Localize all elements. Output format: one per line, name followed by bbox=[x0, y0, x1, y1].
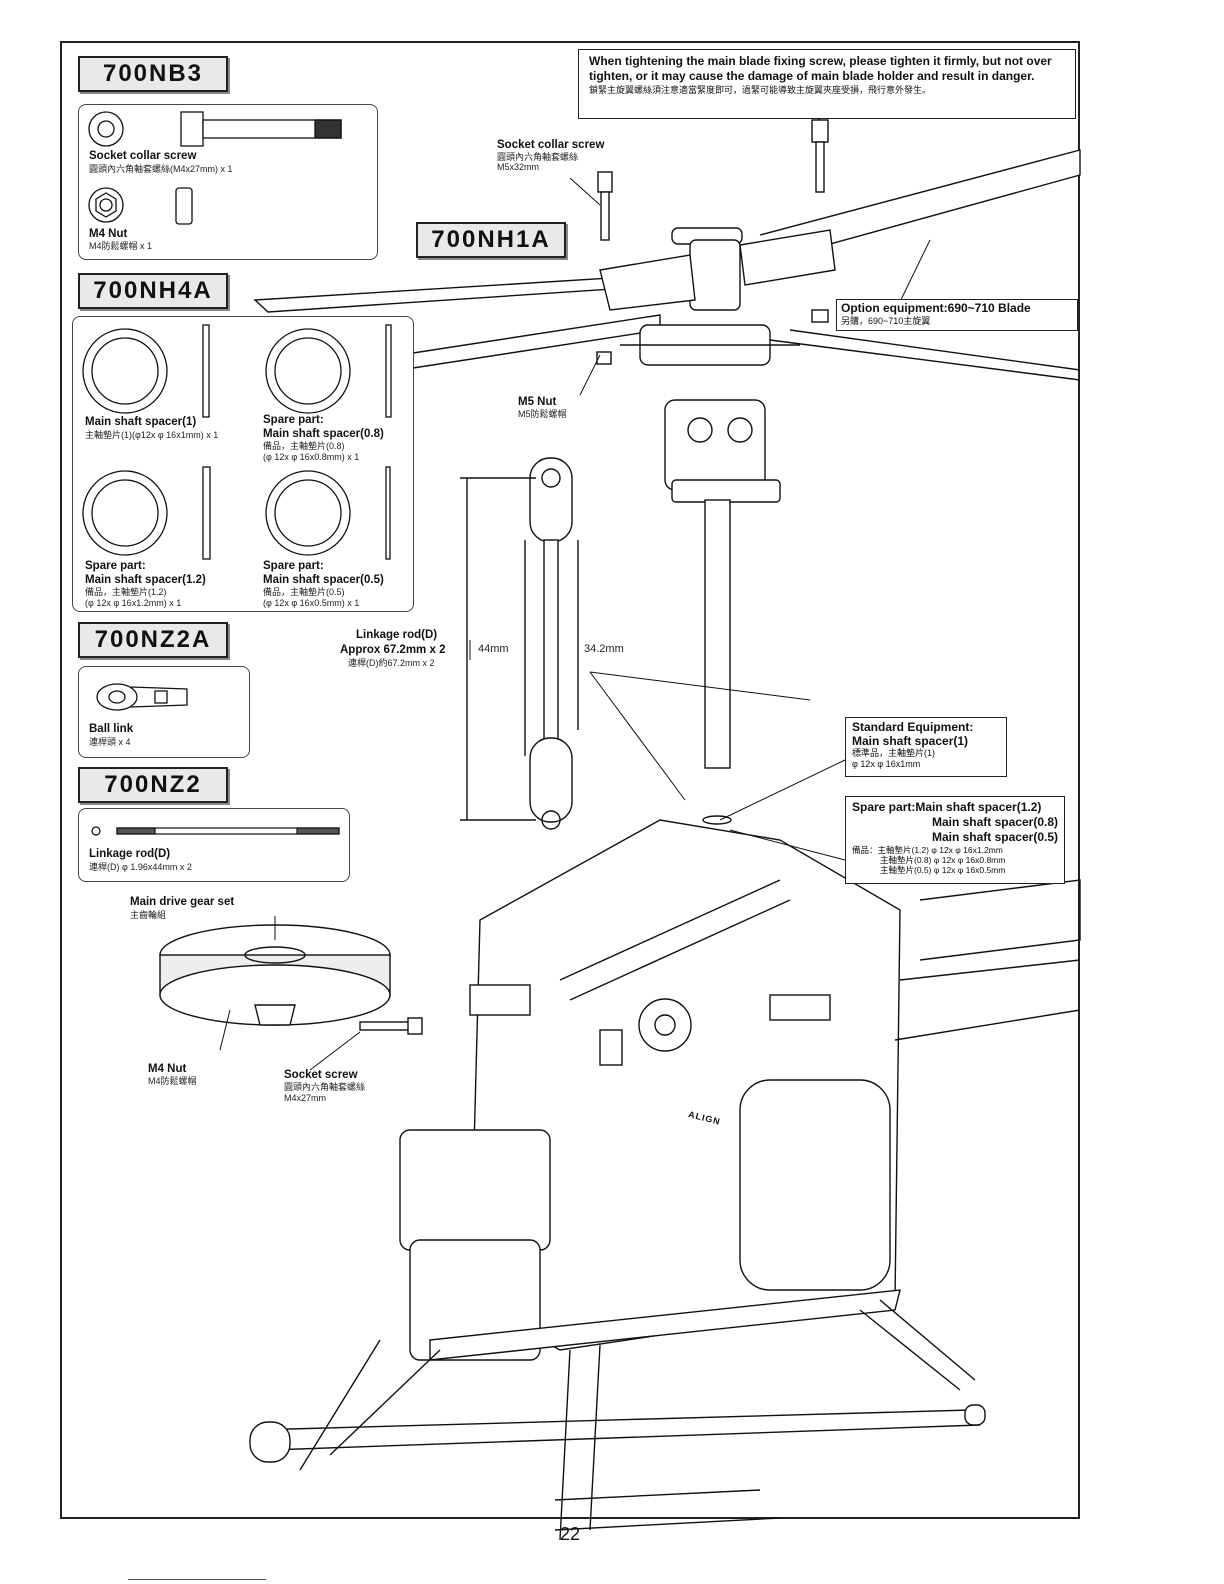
main-gear-name: Main drive gear set bbox=[130, 896, 235, 908]
kit-label-700nh4a: 700NH4A bbox=[78, 273, 228, 309]
warning-text: When tightening the main blade fixing sc… bbox=[589, 54, 1052, 83]
nh4a-s05-sub1: 備品，主軸墊片(0.5) bbox=[263, 587, 345, 597]
nh4a-s12-sub2: (φ 12x φ 16x1.2mm) x 1 bbox=[85, 598, 182, 608]
nz2-sub: 連桿(D) φ 1.96x44mm x 2 bbox=[89, 862, 192, 872]
collar-screws bbox=[596, 119, 829, 365]
nh4a-s12-sub1: 備品，主軸墊片(1.2) bbox=[85, 587, 167, 597]
nb3-screw-name: Socket collar screw bbox=[89, 150, 197, 162]
linkage-rod-sub: 連桿(D)約67.2mm x 2 bbox=[348, 658, 435, 668]
nh4a-s1-sub: 主軸墊片(1)(φ12x φ 16x1mm) x 1 bbox=[85, 430, 219, 440]
collar-screw-sub1: 圓頭內六角軸套螺絲 bbox=[497, 152, 579, 162]
nh4a-s05-sub2: (φ 12x φ 16x0.5mm) x 1 bbox=[263, 598, 360, 608]
m4-nut-name: M4 Nut bbox=[148, 1063, 187, 1075]
std-sub2: φ 12x φ 16x1mm bbox=[852, 759, 921, 769]
collar-screw-name: Socket collar screw bbox=[497, 139, 605, 151]
landing-gear bbox=[249, 1289, 986, 1541]
spare-head: Spare part:Main shaft spacer(1.2) bbox=[852, 800, 1042, 814]
nb3-nut-name: M4 Nut bbox=[89, 228, 128, 240]
nz2a-name: Ball link bbox=[89, 723, 134, 735]
kit-label-700nb3: 700NB3 bbox=[78, 56, 228, 92]
linkage-rod-diagram bbox=[460, 457, 579, 830]
spare-line3: Main shaft spacer(0.5) bbox=[931, 830, 1058, 844]
spare-line2: Main shaft spacer(0.8) bbox=[931, 815, 1058, 829]
page-number: 22 bbox=[560, 1524, 581, 1544]
nh4a-s08-name: Main shaft spacer(0.8) bbox=[263, 428, 384, 440]
warning-text-zh: 鎖緊主旋翼螺絲須注意適當緊度即可，過緊可能導致主旋翼夾座受損，飛行意外發生。 bbox=[589, 85, 932, 95]
option-equipment-box: Option equipment:690~710 Blade 另購，690~71… bbox=[836, 299, 1078, 331]
nz2-name: Linkage rod(D) bbox=[89, 848, 171, 860]
dim-34-2mm: 34.2mm bbox=[584, 643, 624, 655]
spare-zh1: 備品：主軸墊片(1.2) φ 12x φ 16x1.2mm bbox=[852, 845, 1003, 855]
spare-part-box: Spare part:Main shaft spacer(1.2) Main s… bbox=[845, 796, 1065, 884]
dim-44mm: 44mm bbox=[478, 643, 509, 655]
m5-nut-name: M5 Nut bbox=[518, 396, 557, 408]
nh4a-s12-name: Main shaft spacer(1.2) bbox=[85, 574, 206, 586]
m4-nut-sub: M4防鬆螺帽 bbox=[148, 1076, 197, 1086]
std-sub1: 標準品，主軸墊片(1) bbox=[852, 748, 935, 758]
footer-rule bbox=[128, 1579, 266, 1580]
linkage-rod-length: Approx 67.2mm x 2 bbox=[340, 644, 446, 656]
nh4a-s05-head: Spare part: bbox=[263, 560, 324, 572]
panel-700nb3: Socket collar screw 圓頭內六角軸套螺絲(M4x27mm) x… bbox=[78, 104, 378, 260]
main-gear-sub: 主齒輪組 bbox=[130, 910, 167, 920]
kit-label-700nh1a: 700NH1A bbox=[416, 222, 566, 258]
nh4a-s08-sub2: (φ 12x φ 16x0.8mm) x 1 bbox=[263, 452, 360, 462]
rotor-head bbox=[599, 227, 836, 503]
nh4a-s12-head: Spare part: bbox=[85, 560, 146, 572]
std-name: Main shaft spacer(1) bbox=[852, 734, 969, 748]
spare-zh2: 主軸墊片(0.8) φ 12x φ 16x0.8mm bbox=[880, 855, 1006, 865]
kit-label-700nz2: 700NZ2 bbox=[78, 767, 228, 803]
warning-box: When tightening the main blade fixing sc… bbox=[578, 49, 1076, 119]
option-sub: 另購，690~710主旋翼 bbox=[841, 316, 931, 326]
option-name: Option equipment:690~710 Blade bbox=[841, 301, 1031, 315]
nz2a-sub: 連桿頭 x 4 bbox=[89, 737, 131, 747]
ball-link-drawing bbox=[96, 683, 188, 711]
kit-label-700nz2a: 700NZ2A bbox=[78, 622, 228, 658]
linkage-rod-name: Linkage rod(D) bbox=[356, 629, 438, 641]
socket-screw-sub2: M4x27mm bbox=[284, 1093, 327, 1103]
panel-700nz2a: Ball link 連桿頭 x 4 bbox=[78, 666, 250, 758]
std-head: Standard Equipment: bbox=[852, 720, 974, 734]
panel-700nh4a: Main shaft spacer(1) 主軸墊片(1)(φ12x φ 16x1… bbox=[72, 316, 414, 612]
standard-equipment-box: Standard Equipment: Main shaft spacer(1)… bbox=[845, 717, 1007, 777]
socket-screw-sub1: 圓頭內六角軸套螺絲 bbox=[284, 1082, 366, 1092]
nb3-parts-drawing bbox=[88, 111, 342, 225]
main-shaft bbox=[702, 499, 732, 825]
panel-700nz2: Linkage rod(D) 連桿(D) φ 1.96x44mm x 2 bbox=[78, 808, 350, 882]
linkage-rod-part-drawing bbox=[91, 826, 340, 836]
nb3-screw-sub: 圓頭內六角軸套螺絲(M4x27mm) x 1 bbox=[89, 164, 233, 174]
nh4a-spacers-drawing bbox=[82, 324, 392, 560]
socket-screw-m4 bbox=[359, 1017, 423, 1035]
nh4a-s05-name: Main shaft spacer(0.5) bbox=[263, 574, 384, 586]
helicopter-frame bbox=[399, 819, 1081, 1361]
spare-zh3: 主軸墊片(0.5) φ 12x φ 16x0.5mm bbox=[880, 865, 1006, 875]
main-blades bbox=[253, 149, 1081, 381]
m5-nut-sub: M5防鬆螺帽 bbox=[518, 409, 567, 419]
socket-screw-name: Socket screw bbox=[284, 1069, 358, 1081]
nh4a-s08-head: Spare part: bbox=[263, 414, 324, 426]
page-frame bbox=[60, 41, 1080, 1519]
nb3-nut-sub: M4防鬆螺帽 x 1 bbox=[89, 241, 153, 251]
collar-screw-sub2: M5x32mm bbox=[497, 162, 540, 172]
nh4a-s08-sub1: 備品，主軸墊片(0.8) bbox=[263, 441, 345, 451]
nh4a-s1-name: Main shaft spacer(1) bbox=[85, 416, 197, 428]
